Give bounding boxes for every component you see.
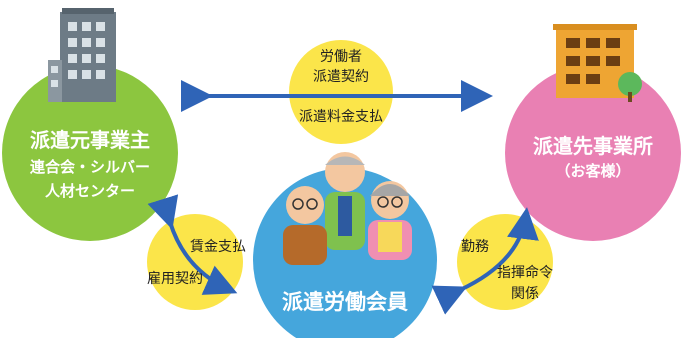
dispatch-source-circle [2, 65, 178, 241]
top-payment-label: 派遣料金支払 [299, 109, 383, 125]
wage-payment-label: 賃金支払 [190, 239, 246, 255]
left-double-arrow [147, 194, 238, 295]
dispatch-source-subtitle-1: 連合会・シルバー [29, 158, 150, 176]
command-label-line2: 関係 [511, 286, 539, 302]
left-label-bubble [147, 214, 243, 310]
work-label: 勤務 [461, 239, 489, 255]
dispatch-destination-title: 派遣先事業所 [533, 134, 653, 158]
right-double-arrow [431, 207, 539, 315]
dispatch-worker-title: 派遣労働会員 [282, 290, 408, 314]
company-building-icon [553, 24, 642, 102]
dispatch-destination-circle [505, 65, 681, 241]
office-building-icon [48, 8, 116, 102]
dispatch-destination-subtitle: （お客様） [555, 162, 631, 180]
elderly-workers-illustration [283, 152, 412, 265]
dispatch-source-subtitle-2: 人材センター [44, 182, 135, 200]
dispatch-source-title: 派遣元事業主 [30, 128, 150, 152]
top-label-line2: 派遣契約 [313, 69, 369, 85]
top-label-line1: 労働者 [320, 49, 362, 65]
employment-contract-label: 雇用契約 [147, 271, 203, 287]
command-label-line1: 指揮命令 [497, 265, 553, 281]
